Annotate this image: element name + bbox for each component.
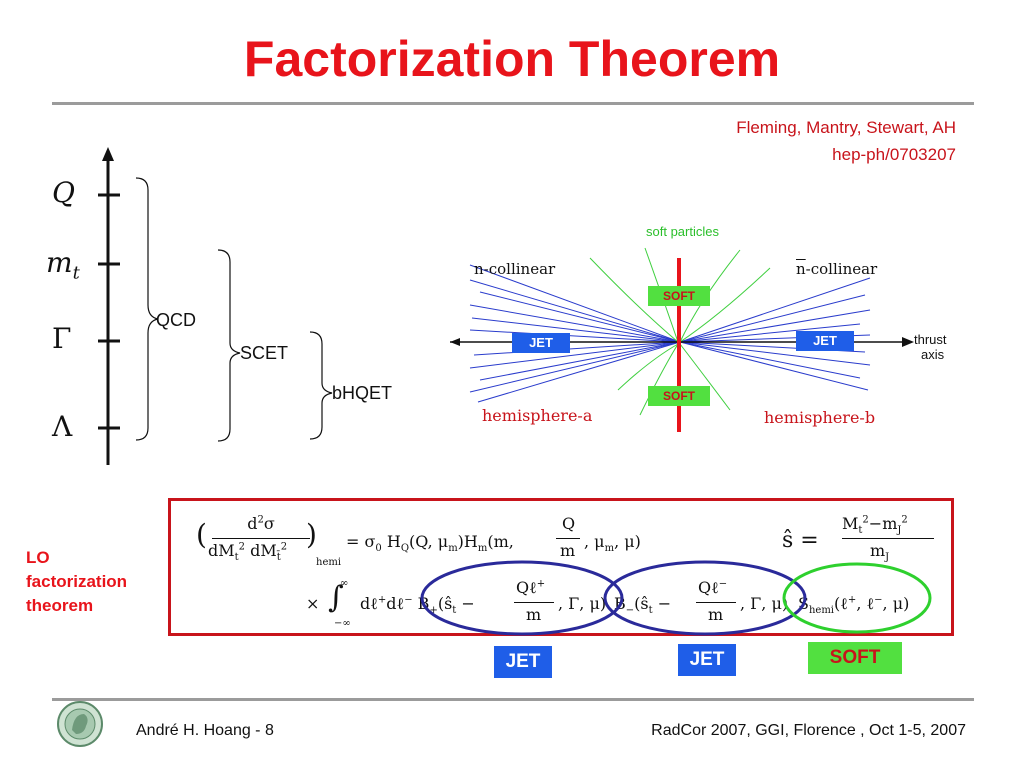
axis-label: axis: [921, 347, 945, 362]
scale-label-t: t: [72, 262, 80, 284]
jet-lines: [469, 264, 871, 403]
soft-badge: SOFT: [808, 642, 902, 674]
jet-oval-2: [603, 560, 807, 636]
max-planck-logo: [57, 701, 103, 747]
jet-badge-2: JET: [678, 644, 736, 676]
bhqet-brace: [309, 331, 333, 440]
reference-preprint: hep-ph/0703207: [832, 145, 956, 164]
jet-badge-left: JET: [512, 333, 570, 353]
soft-particles-label: soft particles: [646, 224, 719, 239]
event-diagram: [450, 247, 914, 432]
brace-label-scet: SCET: [240, 343, 289, 363]
lo-label-line-1: LO: [26, 548, 50, 567]
nbar-collinear-text: -collinear: [805, 260, 878, 278]
formula-box: [168, 498, 954, 636]
scet-brace: [217, 249, 241, 442]
soft-badge-bottom: SOFT: [648, 386, 710, 406]
scale-label-lambda: Λ: [52, 410, 73, 443]
brace-label-qcd: QCD: [156, 310, 196, 330]
bottom-divider: [52, 698, 974, 701]
thrust-axis-arrow-left: [450, 338, 460, 346]
nbar-symbol: n: [796, 260, 806, 278]
reference-authors: Fleming, Mantry, Stewart, AH: [736, 118, 956, 137]
footer-author: André H. Hoang - 8: [136, 722, 274, 739]
lo-label-line-3: theorem: [26, 596, 94, 615]
lo-factorization-label: LO factorization theorem: [26, 546, 127, 618]
soft-oval: [782, 562, 932, 634]
thrust-axis-arrow-right: [902, 337, 914, 347]
lo-label-line-2: factorization: [26, 572, 128, 591]
thrust-label: thrust: [914, 332, 947, 347]
hemisphere-b-label: hemisphere-b: [764, 408, 876, 427]
scale-axis-diagram: [98, 147, 333, 465]
hemisphere-a-label: hemisphere-a: [482, 406, 593, 425]
scale-label-m: m: [46, 246, 73, 279]
scale-label-mt: mt: [46, 246, 80, 284]
qcd-brace: [135, 177, 159, 441]
brace-label-bhqet: bHQET: [332, 383, 393, 403]
jet-oval-1: [420, 560, 624, 636]
soft-badge-top: SOFT: [648, 286, 710, 306]
top-divider: [52, 102, 974, 105]
jet-badge-1: JET: [494, 646, 552, 678]
jet-badge-right: JET: [796, 331, 854, 351]
footer-conference: RadCor 2007, GGI, Florence , Oct 1-5, 20…: [651, 722, 966, 739]
scale-label-gamma: Γ: [52, 322, 72, 355]
scale-axis-arrowhead: [102, 147, 114, 161]
scale-label-q: Q: [52, 176, 75, 209]
slide-title: Factorization Theorem: [243, 31, 781, 87]
nbar-collinear-label: n-collinear: [796, 260, 877, 278]
n-collinear-label: n-collinear: [474, 260, 556, 278]
oval-highlights: [420, 560, 932, 636]
